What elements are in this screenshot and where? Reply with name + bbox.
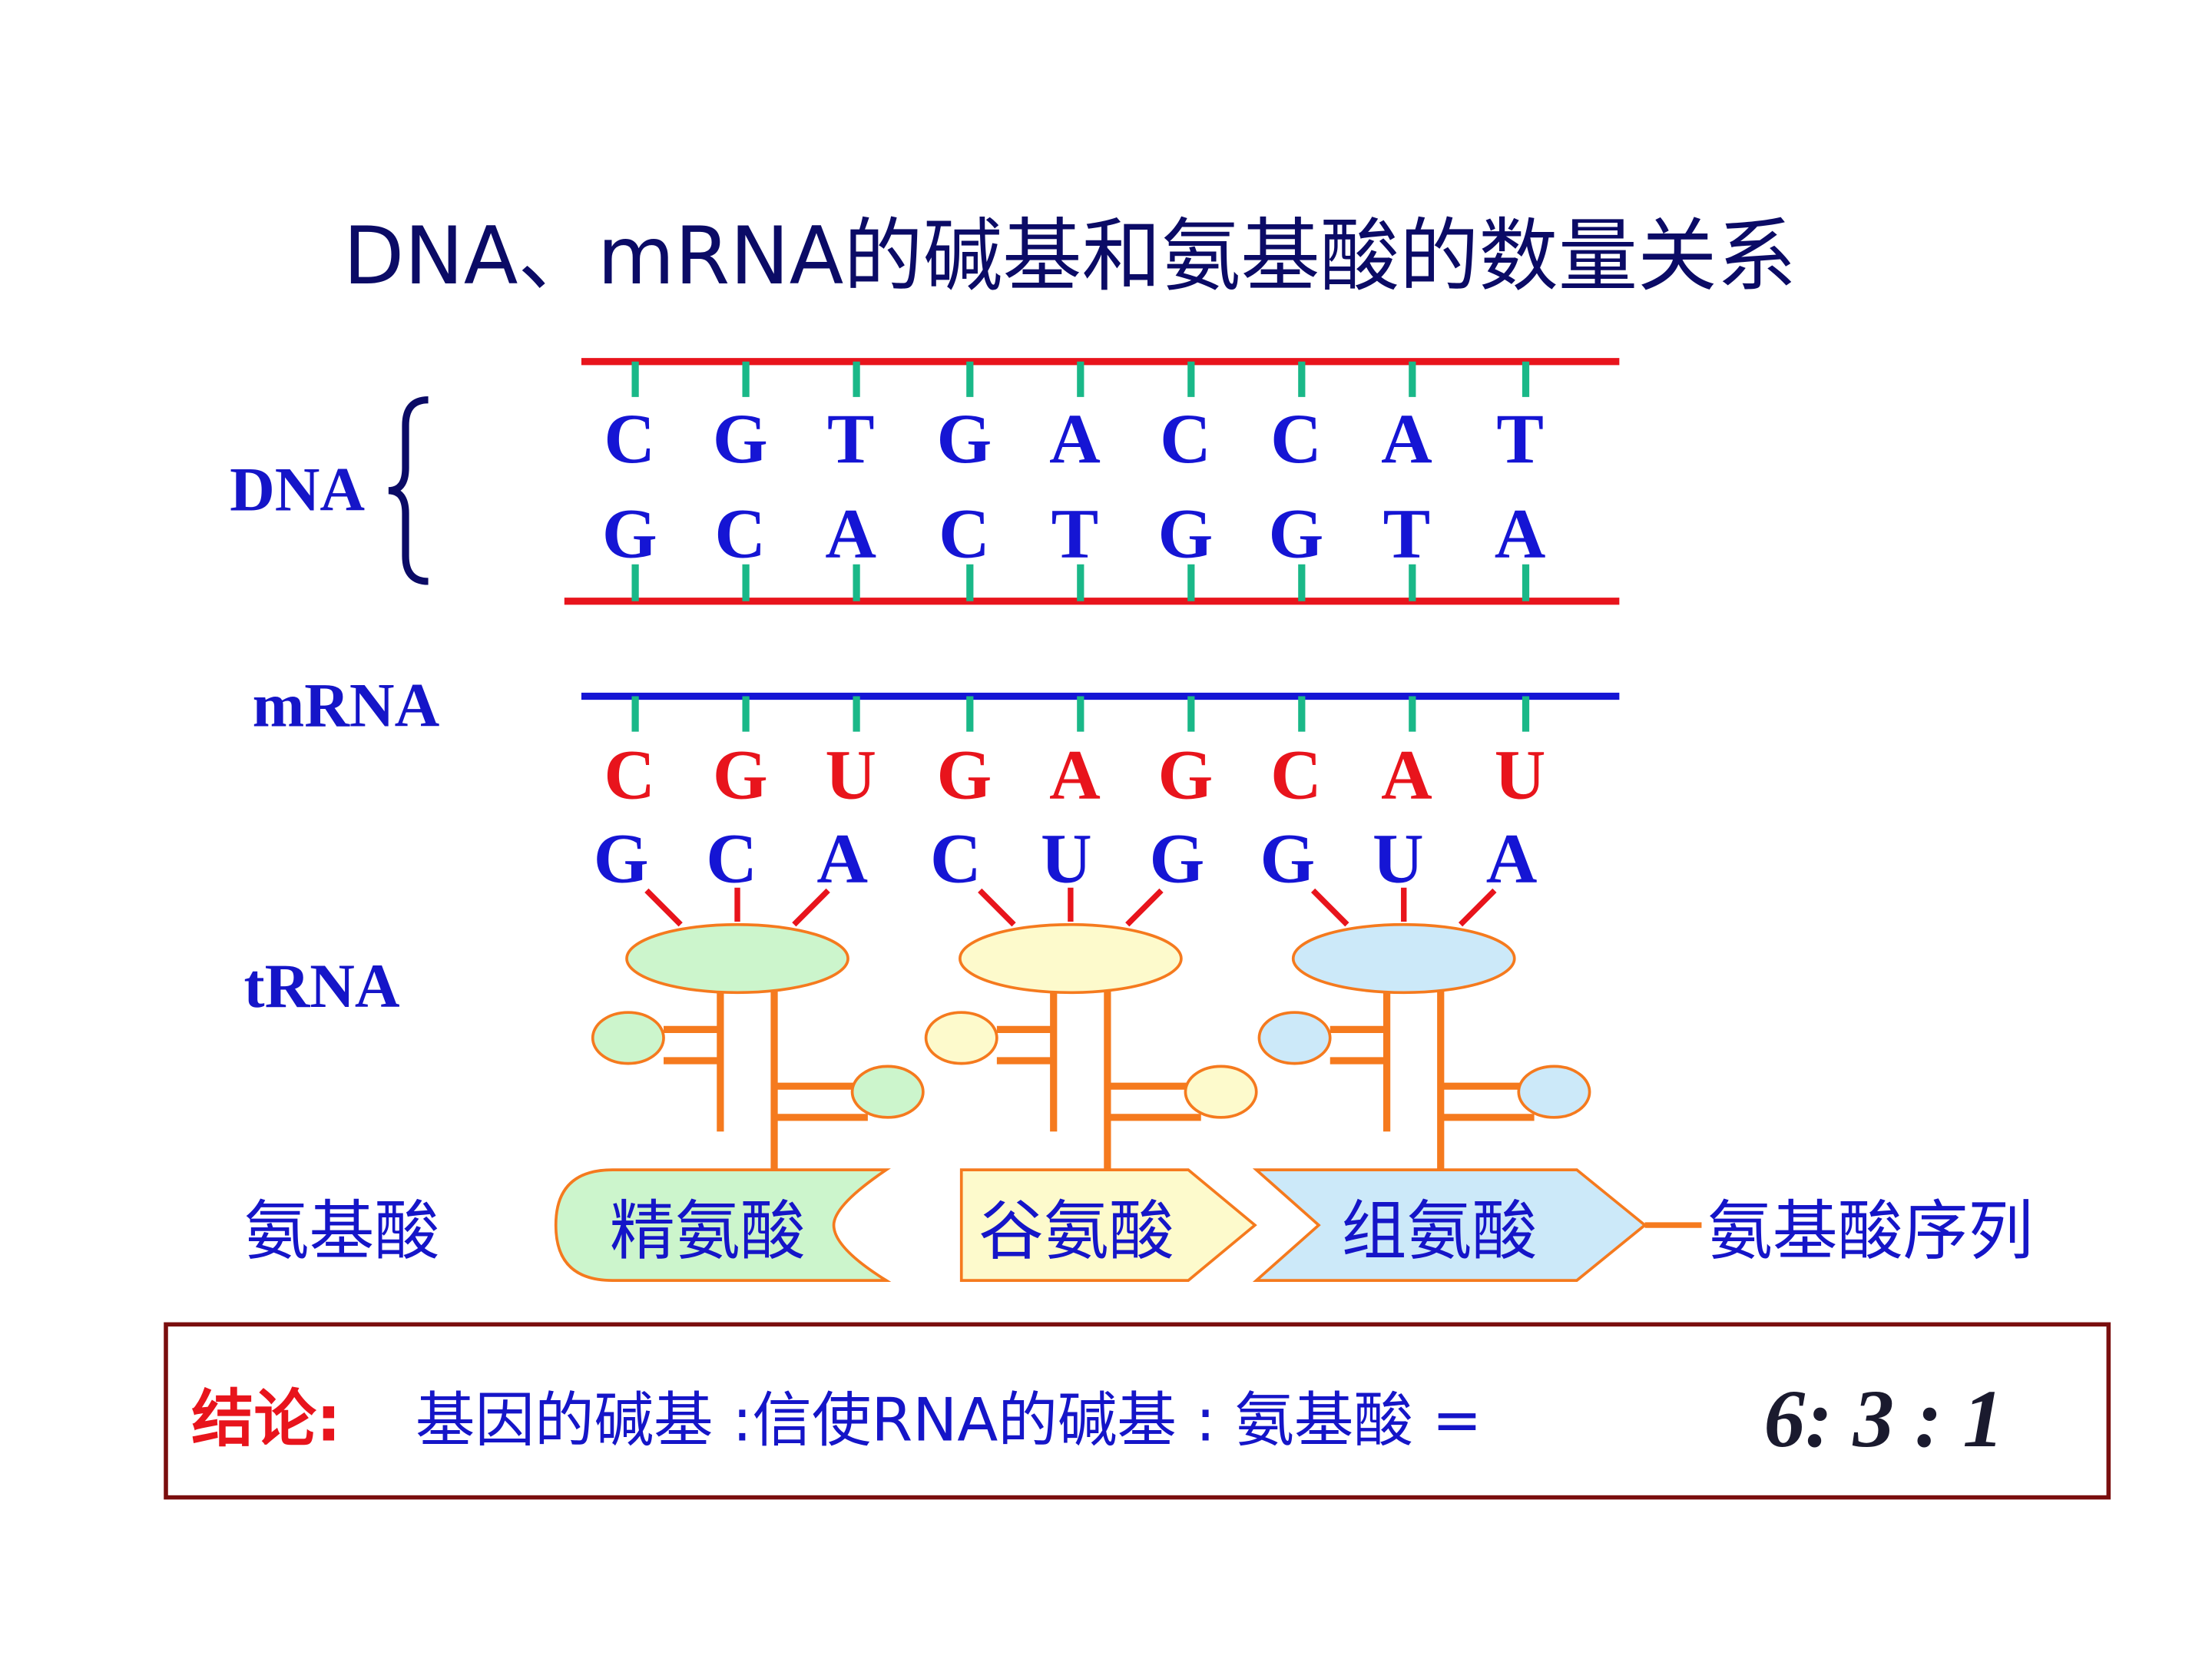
base-letter: A [825,495,876,573]
conclusion-box [164,1322,2111,1500]
base-letter: T [1383,495,1431,573]
anticodon-connector [1310,888,1349,927]
trna-2 [924,887,1258,1171]
base-letter: G [594,819,649,897]
base-letter: U [1373,819,1424,897]
base-letter: C [706,819,757,897]
base-letter: G [1158,735,1214,813]
amino-acid-label: 氨基酸 [244,1194,440,1270]
base-letter: A [1486,819,1538,897]
dna-brace [388,396,429,585]
trna-side-loop [591,1011,665,1065]
base-letter: C [1160,399,1211,478]
conclusion-prefix: 结论: [191,1384,341,1456]
base-letter: G [713,399,768,478]
base-letter: C [1270,735,1322,813]
anticodon-connector [1458,888,1497,927]
anticodon-connector [644,888,683,927]
amino-acid-shape-3 [1252,1168,1647,1282]
base-letter: G [1149,819,1204,897]
trna-label: tRNA [244,952,400,1021]
base-letter: A [1049,735,1101,813]
base-letter: G [713,735,768,813]
trna-anticodon-loop [1291,922,1516,995]
trna-anticodon-loop [959,922,1183,995]
trna-side-loop [1184,1065,1258,1119]
base-letter: T [1051,495,1099,573]
base-letter: G [1158,495,1214,573]
base-letter: G [937,735,992,813]
base-letter: A [1381,735,1432,813]
base-letter: G [1269,495,1324,573]
conclusion-text: 基因的碱基 :信使RNA的碱基 : 氨基酸 = [416,1386,1482,1455]
anticodon-connector [792,888,830,927]
base-letter: C [1270,399,1322,478]
trna-side-loop [850,1065,925,1119]
base-letter: G [602,495,657,573]
base-letter: A [1049,399,1101,478]
trna-3 [1257,887,1591,1171]
anticodon-connector [978,888,1016,927]
base-letter: C [930,819,982,897]
conclusion-ratio: 6: 3 : 1 [1764,1374,2004,1465]
trna-side-loop [924,1011,998,1065]
trna-1 [591,887,925,1171]
base-letter: T [827,399,875,478]
base-letter: G [937,399,992,478]
base-letter: A [1495,495,1546,573]
trna-side-loop [1257,1011,1332,1065]
base-letter: A [1381,399,1432,478]
amino-acid-shape-1 [554,1168,892,1282]
base-letter: C [604,735,655,813]
base-letter: C [604,399,655,478]
trna-side-loop [1517,1065,1591,1119]
base-letter: U [1041,819,1092,897]
base-letter: C [939,495,990,573]
base-letter: A [816,819,868,897]
page-title: DNA、mRNA的碱基和氨基酸的数量关系 [343,210,1796,303]
base-letter: G [1260,819,1315,897]
sequence-label: 氨基酸序列 [1707,1194,2034,1270]
base-letter: T [1496,399,1544,478]
trna-molecules [591,887,1591,1171]
mrna-label: mRNA [253,671,440,740]
base-letter: C [714,495,766,573]
amino-acid-name: 谷氨酸 [979,1194,1174,1270]
base-letter: U [825,735,876,813]
amino-acid-name: 组氨酸 [1342,1194,1538,1270]
dna-label: DNA [230,455,365,525]
amino-acid-name: 精氨酸 [610,1194,806,1270]
amino-acid-shape-2 [959,1168,1257,1282]
base-rungs [631,361,1530,732]
base-letter: U [1495,735,1546,813]
trna-anticodon-loop [625,922,849,995]
anticodon-connector [1125,888,1164,927]
